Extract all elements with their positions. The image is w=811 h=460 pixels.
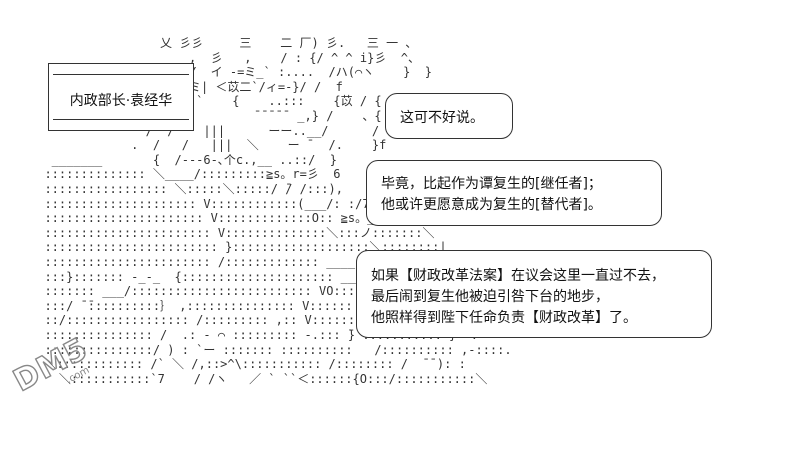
- ascii-art-line: ::::::::::::::::: ＼:::::＼:::::/ ̄/ /:::)…: [30, 182, 343, 196]
- speech-bubble-2-line-1: 毕竟，比起作为谭复生的[继任者]；: [381, 176, 602, 192]
- ascii-art-line: ::::::: ___/::::::::::::::::::::::::: VO…: [30, 284, 375, 299]
- ascii-art-line: ::::::::::::::::::::: V::::::::::::(___/…: [30, 196, 370, 211]
- ascii-art-line: :::::::::::::: ＼____/:::::::::≧s。r=彡 6: [30, 167, 341, 182]
- ascii-art-line: :::::::::::::::::::::: V:::::::::::::O::…: [30, 211, 411, 226]
- ascii-art-line: . / / ||| ＼ ー ̄ /. }f: [30, 138, 387, 153]
- speech-bubble-3-line-1: 如果【财政改革法案】在议会这里一直过不去，: [371, 268, 665, 284]
- ascii-art-line: , 彡 , / : {/ ^ ^ i}彡 ^、: [30, 50, 421, 65]
- ascii-art-line: ＼:::::::::::`7 / /ヽ ／ ` ``＜::::::{O:::/:…: [30, 371, 488, 386]
- character-name-box: 内政部长·袁经华: [48, 63, 194, 131]
- speech-bubble-3: 如果【财政改革法案】在议会这里一直过不去， 最后闹到复生他被迫引咎下台的地步， …: [356, 250, 712, 338]
- ascii-art-line: ＼:::::::::::: /` ＼ /,::>^\::::::::::: /:…: [30, 357, 466, 372]
- speech-bubble-3-line-3: 他照样得到陛下任命负责【财政改革】了。: [371, 310, 637, 326]
- speech-bubble-3-line-2: 最后闹到复生他被迫引咎下台的地步，: [371, 289, 609, 305]
- speech-bubble-1-line-1: 这可不好说。: [400, 110, 484, 126]
- ascii-art-line: :::::::::::::::/ ) : `ー ::::::: ::::::::…: [30, 342, 512, 357]
- ascii-art-line: _______ { /---6-､个c.,__ ..::/ }: [30, 152, 337, 167]
- speech-bubble-1: 这可不好说。: [385, 93, 513, 139]
- speech-bubble-2-line-2: 他或许更愿意成为复生的[替代者]。: [381, 197, 602, 213]
- speech-bubble-2: 毕竟，比起作为谭复生的[继任者]； 他或许更愿意成为复生的[替代者]。: [366, 160, 662, 226]
- character-name-label: 内政部长·袁经华: [69, 93, 173, 109]
- name-box-frame: [53, 74, 189, 120]
- ascii-art-line: ::::::::::::::::::::::: V::::::::::::::＼…: [30, 225, 435, 240]
- ascii-art-line: 乂 彡彡 三 二 厂) 彡. 三 一 、: [30, 36, 418, 50]
